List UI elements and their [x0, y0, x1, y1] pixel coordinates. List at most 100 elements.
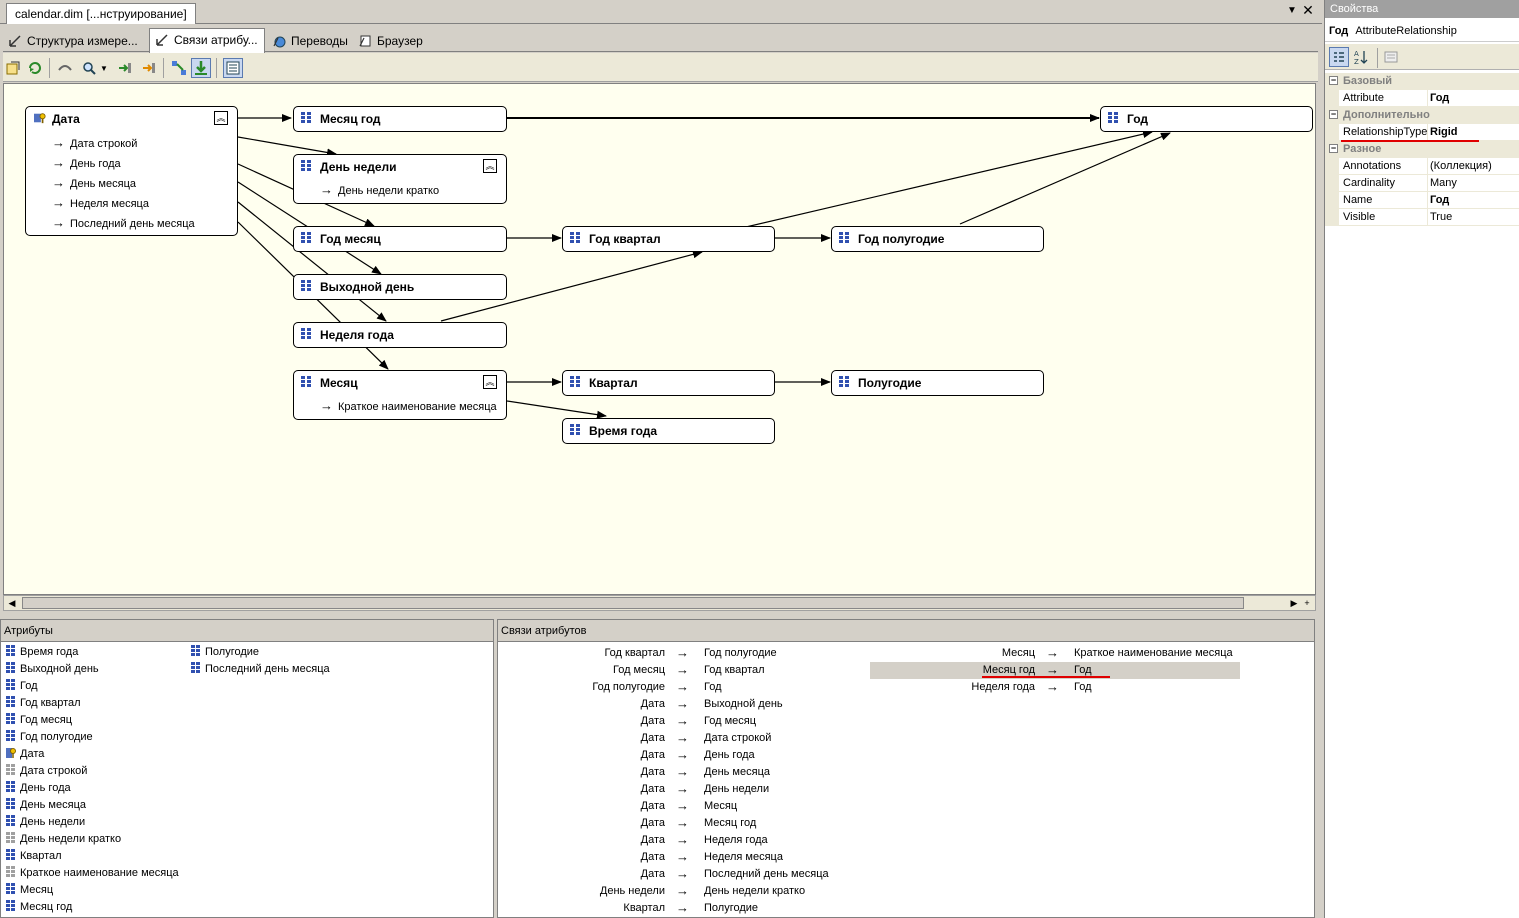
relationship-row[interactable]: Дата→День недели [498, 781, 868, 798]
node-item[interactable]: →День недели кратко [320, 182, 440, 197]
node-day-off[interactable]: Выходной день [293, 274, 507, 300]
node-month-year[interactable]: Месяц год [293, 106, 507, 132]
node-week-year[interactable]: Неделя года [293, 322, 507, 348]
node-quarter[interactable]: Квартал [562, 370, 775, 396]
attribute-list-item[interactable]: Квартал [6, 849, 62, 866]
scroll-right-button[interactable]: ▶ [1287, 596, 1301, 610]
new-relationship-button[interactable] [55, 58, 75, 78]
diagram-canvas[interactable]: Дата ︽ →Дата строкой →День года →День ме… [3, 83, 1316, 595]
node-year-quarter[interactable]: Год квартал [562, 226, 775, 252]
node-item[interactable]: →Неделя месяца [52, 195, 149, 210]
attribute-list-item[interactable]: Год [6, 679, 38, 696]
relationship-row[interactable]: Месяц→Краткое наименование месяца [870, 645, 1240, 662]
collapse-button[interactable] [139, 58, 159, 78]
show-properties-button[interactable] [223, 58, 243, 78]
relationship-row[interactable]: Дата→Дата строкой [498, 730, 868, 747]
attribute-list-item[interactable]: День года [6, 781, 71, 798]
relationship-row[interactable]: Дата→Неделя месяца [498, 849, 868, 866]
categorized-button[interactable] [1329, 47, 1349, 67]
tab-browser[interactable]: Браузер [353, 30, 429, 52]
attribute-list-item[interactable]: День месяца [6, 798, 86, 815]
property-row[interactable]: Annotations(Коллекция) [1339, 158, 1519, 175]
attribute-list-item[interactable]: Дата [6, 747, 44, 764]
node-item[interactable]: →Краткое наименование месяца [320, 398, 497, 413]
property-value[interactable]: Год [1430, 92, 1450, 104]
property-value[interactable]: Many [1430, 177, 1457, 189]
zoom-in-button[interactable]: + [1300, 596, 1314, 610]
tab-dimension-structure[interactable]: Структура измере... [3, 30, 144, 52]
node-item[interactable]: →День месяца [52, 175, 136, 190]
relationship-row[interactable]: Дата→Месяц год [498, 815, 868, 832]
minus-icon[interactable]: − [1329, 143, 1338, 153]
scrollbar-thumb[interactable] [22, 597, 1244, 609]
relationship-row[interactable]: Год полугодие→Год [498, 679, 868, 696]
refresh-button[interactable] [25, 58, 45, 78]
property-value[interactable]: True [1430, 211, 1453, 223]
property-category[interactable]: −Дополнительно [1325, 107, 1519, 124]
relationship-row[interactable]: Дата→Последний день месяца [498, 866, 868, 883]
relationship-row[interactable]: Неделя года→Год [870, 679, 1240, 696]
relationship-row[interactable]: Дата→Месяц [498, 798, 868, 815]
attribute-list-item[interactable]: Дата строкой [6, 764, 87, 781]
collapse-button[interactable]: ︽ [214, 111, 228, 125]
relationship-row[interactable]: Месяц год→Год [870, 662, 1240, 679]
tab-translations[interactable]: Переводы [267, 30, 354, 52]
node-item[interactable]: →Дата строкой [52, 135, 138, 150]
attribute-list-item[interactable]: Полугодие [191, 645, 259, 662]
attribute-list-item[interactable]: Месяц [6, 883, 53, 900]
relationship-row[interactable]: Дата→Год месяц [498, 713, 868, 730]
relationship-row[interactable]: Дата→Неделя года [498, 832, 868, 849]
attribute-list-item[interactable]: Год квартал [6, 696, 81, 713]
node-year-half[interactable]: Год полугодие [831, 226, 1044, 252]
node-data[interactable]: Дата ︽ →Дата строкой →День года →День ме… [25, 106, 238, 236]
document-tab[interactable]: calendar.dim [...нструирование] [6, 3, 196, 24]
properties-object-selector[interactable]: Год AttributeRelationship [1325, 20, 1519, 42]
attribute-list-item[interactable]: День недели [6, 815, 85, 832]
arrange-button[interactable] [169, 58, 189, 78]
process-button[interactable] [3, 58, 23, 78]
property-value[interactable]: (Коллекция) [1430, 160, 1492, 172]
node-weekday[interactable]: День недели ︽ →День недели кратко [293, 154, 507, 204]
attribute-list-item[interactable]: Выходной день [6, 662, 99, 679]
node-half[interactable]: Полугодие [831, 370, 1044, 396]
relationship-row[interactable]: День недели→День недели кратко [498, 883, 868, 900]
relationship-row[interactable]: Квартал→Полугодие [498, 900, 868, 917]
attribute-list-item[interactable]: Краткое наименование месяца [6, 866, 179, 883]
tab-attribute-relationships[interactable]: Связи атрибу... [149, 28, 265, 53]
expand-button[interactable] [115, 58, 135, 78]
relationship-row[interactable]: Дата→День месяца [498, 764, 868, 781]
scroll-left-button[interactable]: ◀ [5, 596, 19, 610]
attribute-list-item[interactable]: Год месяц [6, 713, 72, 730]
attribute-list-item[interactable]: День недели кратко [6, 832, 121, 849]
attribute-list-item[interactable]: Последний день месяца [191, 662, 330, 679]
property-value[interactable]: Год [1430, 194, 1450, 206]
minus-icon[interactable]: − [1329, 109, 1338, 119]
property-category[interactable]: −Базовый [1325, 73, 1519, 90]
collapse-button[interactable]: ︽ [483, 159, 497, 173]
relationship-row[interactable]: Дата→День года [498, 747, 868, 764]
node-season[interactable]: Время года [562, 418, 775, 444]
property-pages-button[interactable] [1381, 47, 1401, 67]
relationship-row[interactable]: Дата→Выходной день [498, 696, 868, 713]
node-item[interactable]: →Последний день месяца [52, 215, 195, 230]
node-month[interactable]: Месяц ︽ →Краткое наименование месяца [293, 370, 507, 420]
node-year-month[interactable]: Год месяц [293, 226, 507, 252]
collapse-button[interactable]: ︽ [483, 375, 497, 389]
close-icon[interactable]: ✕ [1302, 2, 1314, 18]
property-value[interactable]: Rigid [1430, 126, 1458, 138]
property-category[interactable]: −Разное [1325, 141, 1519, 158]
attribute-list-item[interactable]: Год полугодие [6, 730, 93, 747]
canvas-horizontal-scrollbar[interactable]: ◀ ▶ + [3, 595, 1316, 611]
zoom-button[interactable] [79, 58, 99, 78]
show-list-button[interactable] [191, 58, 211, 78]
attribute-list-item[interactable]: Время года [6, 645, 78, 662]
attribute-list-item[interactable]: Месяц год [6, 900, 72, 917]
node-item[interactable]: →День года [52, 155, 121, 170]
zoom-dropdown[interactable]: ▼ [99, 58, 109, 78]
